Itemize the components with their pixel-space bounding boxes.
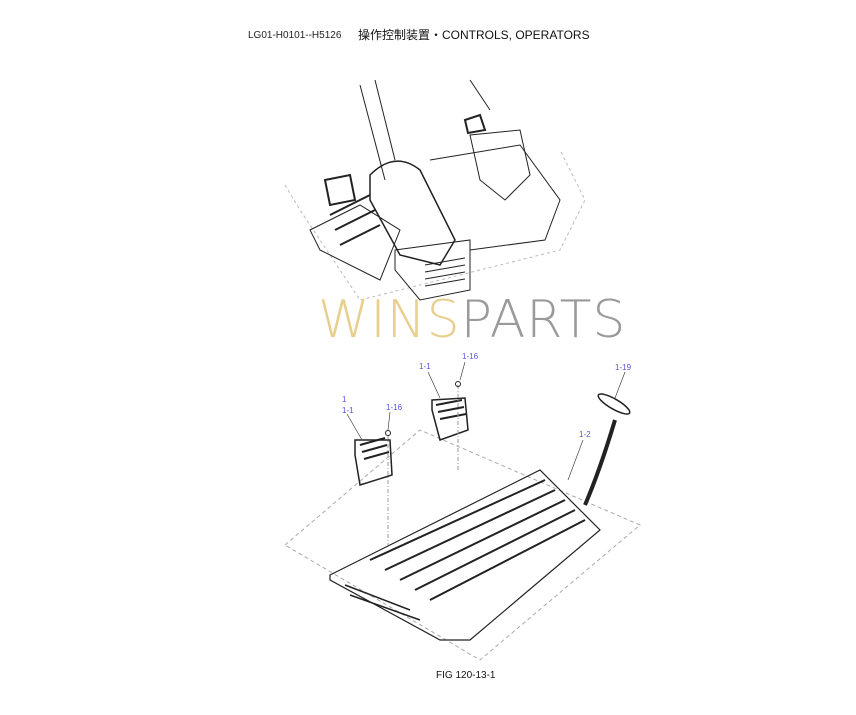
callout-1-16-left[interactable]: 1-16 bbox=[386, 403, 403, 412]
watermark-parts: PARTS bbox=[460, 290, 627, 350]
winsparts-watermark: WINSPARTS bbox=[318, 294, 626, 346]
callout-1[interactable]: 1 bbox=[342, 395, 347, 404]
callout-1-1-left[interactable]: 1-1 bbox=[342, 406, 354, 415]
lower-assembly-drawing bbox=[284, 361, 641, 661]
callout-1-1-right[interactable]: 1-1 bbox=[419, 362, 431, 371]
page-title: 操作控制装置・CONTROLS, OPERATORS bbox=[358, 28, 590, 42]
doc-code: LG01-H0101--H5126 bbox=[248, 30, 342, 41]
callout-1-19[interactable]: 1-19 bbox=[615, 363, 632, 372]
watermark-wins: WINS bbox=[318, 290, 461, 350]
upper-assembly-drawing bbox=[284, 79, 586, 301]
figure-caption: FIG 120-13-1 bbox=[436, 670, 496, 681]
callout-1-2[interactable]: 1-2 bbox=[579, 430, 591, 439]
callout-1-16-right[interactable]: 1-16 bbox=[462, 352, 479, 361]
